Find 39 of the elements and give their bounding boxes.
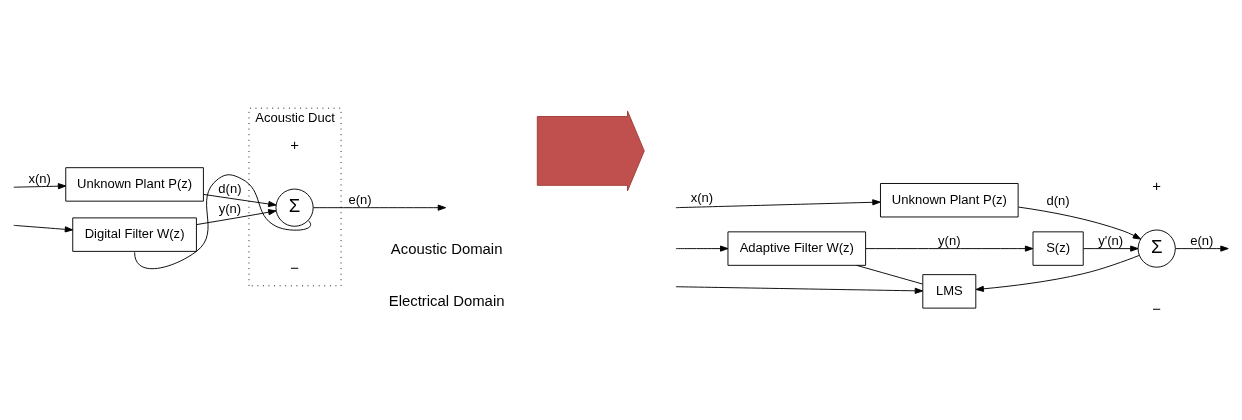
connector [134, 174, 312, 270]
edge-label: y(n) [218, 201, 242, 217]
node-circle: Σ [1137, 229, 1176, 268]
node-box: Adaptive Filter W(z) [727, 231, 867, 266]
label: + [290, 136, 299, 153]
arrow [196, 209, 277, 226]
arrow [13, 224, 74, 233]
arrow [675, 245, 729, 252]
arrow [675, 199, 881, 209]
node-circle: Σ [275, 188, 314, 227]
label: − [1152, 300, 1162, 317]
node-box: Digital Filter W(z) [72, 217, 197, 252]
arrow [1083, 245, 1139, 252]
label: Acoustic Domain [390, 240, 503, 257]
connector [856, 264, 923, 285]
edge-label: e(n) [1190, 233, 1214, 249]
node-box: S(z) [1032, 231, 1084, 266]
node-box: Unknown Plant P(z) [65, 167, 204, 202]
edge-label: x(n) [28, 170, 51, 186]
label: − [290, 259, 299, 276]
edge-label: d(n) [1046, 193, 1070, 209]
label: Electrical Domain [388, 293, 505, 310]
arrow [13, 183, 67, 190]
edge-label: y(n) [938, 233, 961, 249]
arrow [1175, 245, 1229, 252]
edge-label: e(n) [348, 192, 372, 208]
edge-label: d(n) [218, 180, 242, 196]
arrow [312, 204, 447, 211]
edge-label: x(n) [690, 190, 714, 206]
arrow [675, 286, 924, 294]
node-box: Unknown Plant P(z) [880, 183, 1019, 218]
arrow [203, 193, 277, 208]
arrow [975, 254, 1140, 292]
node-box: LMS [922, 274, 977, 309]
label: + [1152, 177, 1162, 194]
node-arrow [536, 110, 645, 192]
arrow [1018, 206, 1142, 240]
edge-label: y'(n) [1098, 233, 1124, 249]
arrow [865, 245, 1034, 252]
